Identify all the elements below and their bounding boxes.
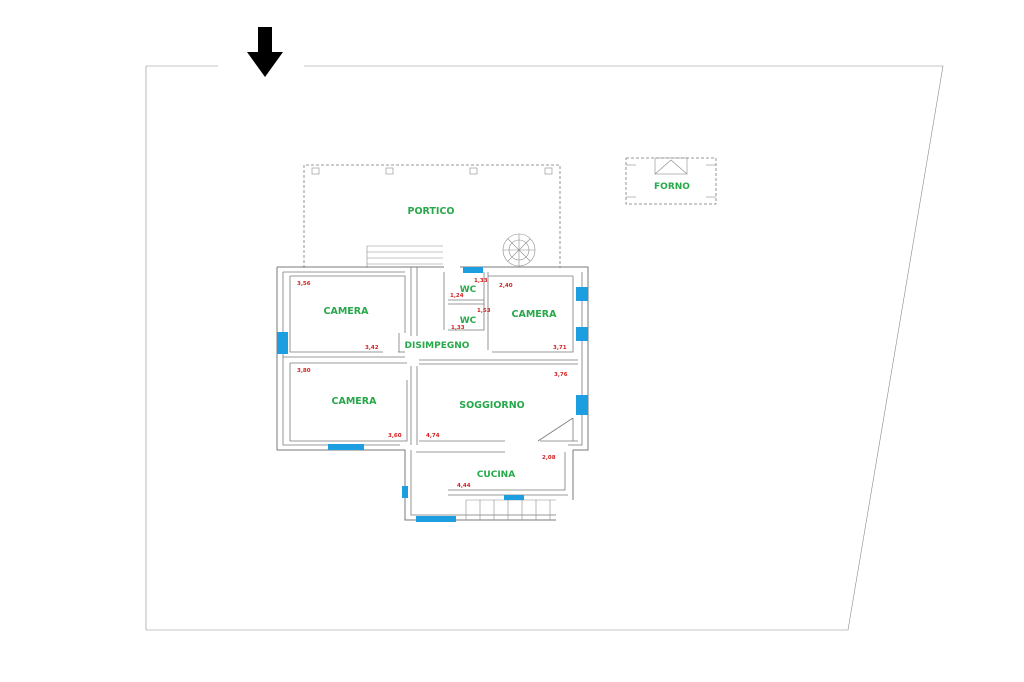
room-label-forno: FORNO	[654, 182, 690, 192]
building-walls	[276, 266, 589, 521]
dim-soggiorno-bottom: 4,74	[426, 433, 440, 439]
window-cucina	[504, 495, 524, 500]
window-camera-3-b	[576, 327, 588, 341]
arrow-down-icon	[247, 27, 283, 77]
room-label-camera-1: CAMERA	[324, 306, 370, 317]
dim-wc-2-bottom: 1,33	[451, 325, 465, 331]
window-camera-2	[328, 444, 364, 450]
room-label-cucina: CUCINA	[477, 470, 515, 480]
room-label-camera-2: CAMERA	[332, 396, 378, 407]
dim-camera-3-top: 2,40	[499, 283, 513, 289]
portico-steps	[366, 245, 443, 268]
room-label-camera-3: CAMERA	[512, 309, 558, 320]
dim-camera-2-top: 3,80	[297, 368, 311, 374]
kitchen-steps	[465, 499, 556, 520]
room-label-disimpegno: DISIMPEGNO	[405, 341, 470, 351]
window-bottom	[416, 516, 456, 522]
lot-boundary	[145, 65, 944, 631]
dim-cucina-right: 2,08	[542, 455, 556, 461]
dim-cucina-bottom: 4,44	[457, 483, 471, 489]
room-label-wc-1: WC	[460, 285, 477, 295]
dim-camera-1-bottom: 3,42	[365, 345, 379, 351]
dim-soggiorno-right: 3,76	[554, 372, 568, 378]
portico-outline	[303, 164, 561, 268]
room-label-wc-2: WC	[460, 316, 477, 326]
room-label-portico: PORTICO	[408, 206, 455, 217]
dim-camera-1-top: 3,56	[297, 281, 311, 287]
forno-outline	[625, 157, 717, 205]
windows	[277, 267, 588, 522]
window-cucina-side	[402, 486, 408, 498]
window-soggiorno	[576, 395, 588, 415]
dim-wc-2-side: 1,53	[477, 308, 491, 314]
umbrella-icon	[502, 233, 536, 267]
window-camera-3-a	[576, 287, 588, 301]
window-camera-1	[277, 332, 288, 354]
dim-wc-1-top: 1,33	[474, 278, 488, 284]
room-label-soggiorno: SOGGIORNO	[459, 400, 524, 411]
dim-wc-1-side: 1,24	[450, 293, 464, 299]
dim-camera-2-bottom: 3,60	[388, 433, 402, 439]
window-wc	[463, 267, 483, 273]
dim-camera-3-bottom: 3,71	[553, 345, 567, 351]
